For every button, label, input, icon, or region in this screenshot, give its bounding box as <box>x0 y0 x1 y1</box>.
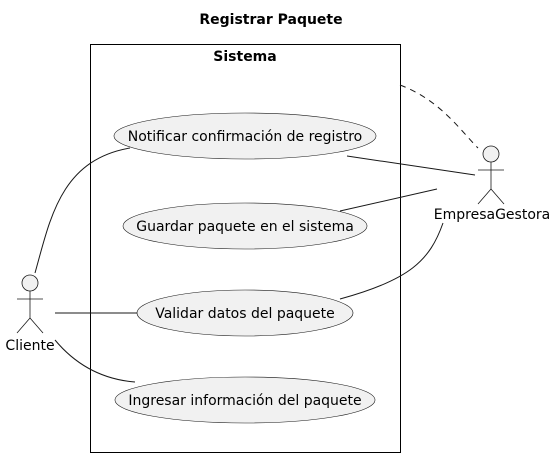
link-cliente-ingresar <box>54 339 136 383</box>
link-system-empresa-dashed <box>399 84 479 149</box>
actor-cliente-right-leg <box>29 317 44 334</box>
actor-cliente-left-leg <box>16 317 31 334</box>
actor-cliente-label: Cliente <box>5 338 54 354</box>
link-notificar-empresa <box>346 155 476 176</box>
system-label: Sistema <box>213 49 276 65</box>
use-case-validar-shape <box>136 289 354 337</box>
link-guardar-empresa <box>339 188 438 212</box>
system-boundary <box>90 44 401 453</box>
actor-empresa-right-leg <box>490 188 505 205</box>
actor-cliente[interactable]: Cliente <box>5 274 55 354</box>
actor-empresa-head <box>482 145 500 163</box>
use-case-guardar-label: Guardar paquete en el sistema <box>136 219 354 235</box>
actor-empresa-gestora[interactable]: EmpresaGestora <box>434 145 550 223</box>
use-case-validar-label: Validar datos del paquete <box>155 306 335 322</box>
link-cliente-notificar <box>34 147 131 274</box>
actor-empresa-label: EmpresaGestora <box>434 207 550 223</box>
use-case-validar[interactable]: Validar datos del paquete <box>136 289 354 337</box>
use-case-notificar[interactable]: Notificar confirmación de registro <box>113 112 377 160</box>
use-case-notificar-shape <box>113 112 377 160</box>
use-case-ingresar-label: Ingresar información del paquete <box>128 393 361 409</box>
use-case-ingresar[interactable]: Ingresar información del paquete <box>114 376 376 424</box>
link-validar-empresa <box>339 222 444 300</box>
actor-cliente-head <box>21 274 39 292</box>
actor-empresa-left-leg <box>477 188 492 205</box>
use-case-guardar-shape <box>122 202 368 250</box>
use-case-guardar[interactable]: Guardar paquete en el sistema <box>122 202 368 250</box>
use-case-notificar-label: Notificar confirmación de registro <box>128 129 362 145</box>
use-case-ingresar-shape <box>114 376 376 424</box>
diagram-title: Registrar Paquete <box>199 12 342 28</box>
